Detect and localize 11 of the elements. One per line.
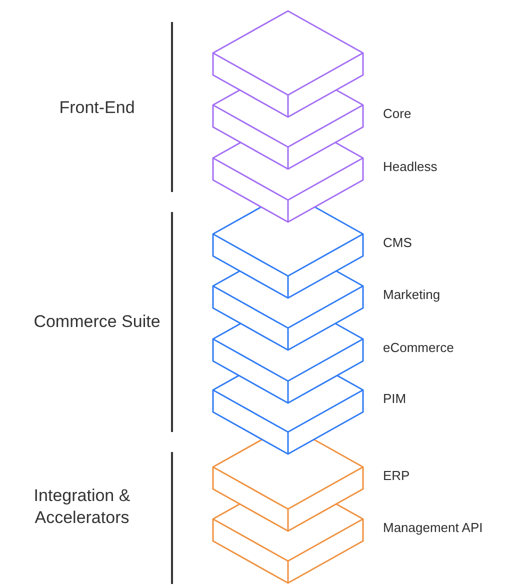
layer-label: Management API	[383, 520, 483, 535]
layer-label: CMS	[383, 235, 412, 250]
layer-label: eCommerce	[383, 340, 454, 355]
layer-label: Headless	[383, 159, 438, 174]
layer-label: Marketing	[383, 287, 440, 302]
layer-label: Core	[383, 106, 412, 121]
group-label: Commerce Suite	[32, 311, 162, 333]
group-label: Integration & Accelerators	[32, 485, 132, 529]
layer-label: PIM	[383, 391, 406, 406]
layer-label: ERP	[383, 468, 410, 483]
group-label: Front-End	[58, 97, 136, 119]
